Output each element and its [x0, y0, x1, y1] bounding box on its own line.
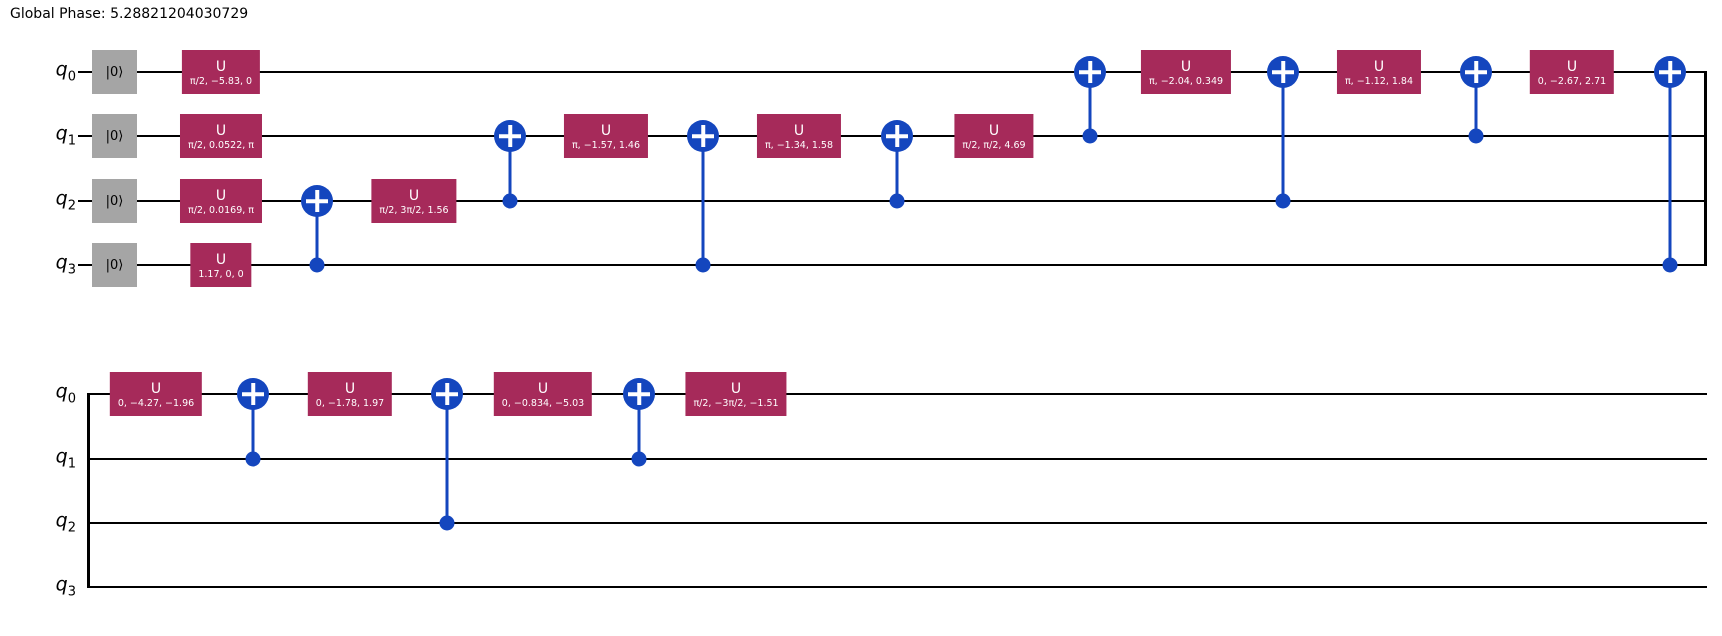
- wire-row1-q0: [78, 71, 1707, 73]
- u-gate: U π, −2.04, 0.349: [1140, 50, 1232, 94]
- u-gate: U π/2, −3π/2, −1.51: [685, 372, 787, 416]
- cx-target-icon: [687, 120, 719, 152]
- u-gate: U π/2, 0.0522, π: [179, 114, 263, 158]
- wire-row1-q3: [78, 264, 1707, 266]
- qubit-label-row2-q2: q2: [55, 509, 76, 536]
- cx-target-icon: [1460, 56, 1492, 88]
- cx-connector: [1088, 72, 1092, 136]
- cx-control-dot: [1082, 128, 1098, 144]
- initial-state-box-q1: |0⟩: [92, 114, 137, 158]
- cx-target-icon: [301, 185, 333, 217]
- cx-connector: [508, 136, 512, 201]
- cx-target-icon: [237, 378, 269, 410]
- cx-control-dot: [889, 193, 905, 209]
- u-gate: U π, −1.34, 1.58: [756, 114, 842, 158]
- cx-connector: [701, 136, 705, 265]
- wire-row2-q3: [88, 586, 1707, 588]
- wire-row2-q0: [88, 393, 1707, 395]
- qubit-label-row1-q3: q3: [55, 251, 76, 278]
- fold-continuation-bar-left: [87, 393, 90, 588]
- cx-target-icon: [623, 378, 655, 410]
- wire-row2-q2: [88, 522, 1707, 524]
- cx-connector: [251, 394, 255, 459]
- cx-control-dot: [631, 451, 647, 467]
- cx-target-icon: [1074, 56, 1106, 88]
- qubit-label-row1-q0: q0: [55, 58, 76, 85]
- cx-control-dot: [1468, 128, 1484, 144]
- cx-control-dot: [439, 515, 455, 531]
- cx-target-icon: [1267, 56, 1299, 88]
- u-gate: U π/2, 3π/2, 1.56: [371, 179, 457, 223]
- u-gate: U π/2, π/2, 4.69: [954, 114, 1034, 158]
- qubit-label-row1-q1: q1: [55, 122, 76, 149]
- u-gate: U π/2, 0.0169, π: [179, 179, 263, 223]
- initial-state-box-q3: |0⟩: [92, 243, 137, 287]
- fold-continuation-bar-right: [1704, 71, 1707, 266]
- cx-control-dot: [1275, 193, 1291, 209]
- u-gate: U 0, −1.78, 1.97: [307, 372, 393, 416]
- u-gate: U 0, −2.67, 2.71: [1529, 50, 1615, 94]
- cx-control-dot: [245, 451, 261, 467]
- cx-control-dot: [1662, 257, 1678, 273]
- initial-state-box-q0: |0⟩: [92, 50, 137, 94]
- cx-target-icon: [431, 378, 463, 410]
- qubit-label-row2-q0: q0: [55, 380, 76, 407]
- u-gate: U π, −1.12, 1.84: [1336, 50, 1422, 94]
- cx-control-dot: [695, 257, 711, 273]
- qubit-label-row2-q3: q3: [55, 573, 76, 600]
- cx-connector: [637, 394, 641, 459]
- cx-control-dot: [309, 257, 325, 273]
- cx-connector: [1281, 72, 1285, 201]
- cx-target-icon: [494, 120, 526, 152]
- cx-target-icon: [1654, 56, 1686, 88]
- cx-connector: [1474, 72, 1478, 136]
- u-gate: U 1.17, 0, 0: [190, 243, 252, 287]
- qubit-label-row2-q1: q1: [55, 445, 76, 472]
- global-phase-label: Global Phase: 5.28821204030729: [10, 6, 249, 22]
- u-gate: U 0, −4.27, −1.96: [109, 372, 203, 416]
- cx-connector: [895, 136, 899, 201]
- u-gate: U π, −1.57, 1.46: [563, 114, 649, 158]
- cx-control-dot: [502, 193, 518, 209]
- cx-connector: [1668, 72, 1672, 265]
- cx-connector: [445, 394, 449, 523]
- u-gate: U 0, −0.834, −5.03: [493, 372, 593, 416]
- initial-state-box-q2: |0⟩: [92, 179, 137, 223]
- wire-row2-q1: [88, 458, 1707, 460]
- cx-target-icon: [881, 120, 913, 152]
- qubit-label-row1-q2: q2: [55, 187, 76, 214]
- u-gate: U π/2, −5.83, 0: [181, 50, 261, 94]
- cx-connector: [315, 201, 319, 265]
